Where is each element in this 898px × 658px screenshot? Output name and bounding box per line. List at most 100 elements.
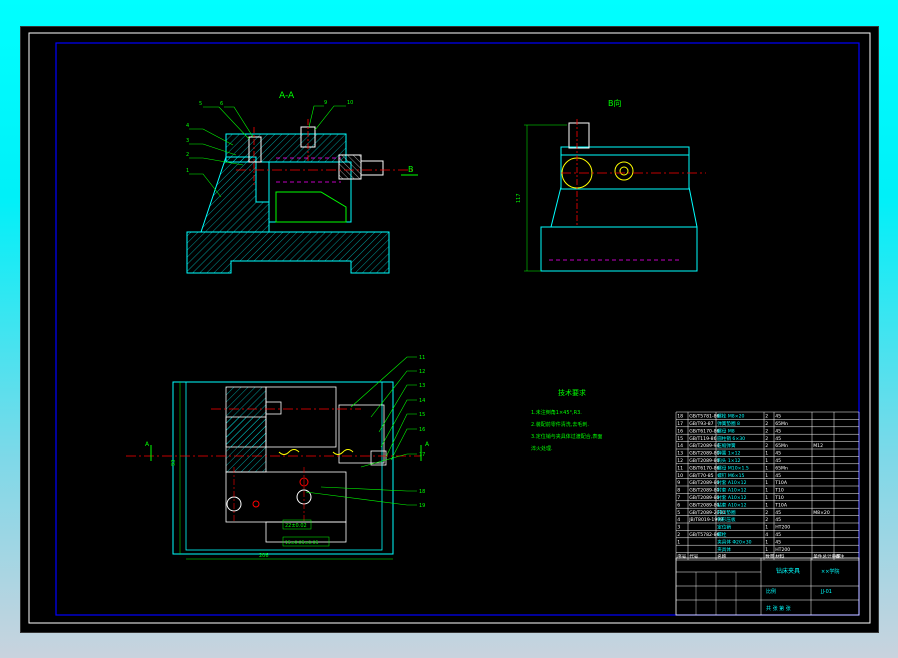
- plan-nut-2: [370, 450, 387, 466]
- bom-cell-code: GB/T2089-94: [689, 443, 719, 449]
- bom-cell-mat: 65Mn: [775, 443, 788, 449]
- bom-cell-qty: 1: [765, 525, 768, 531]
- bom-cell-mat: HT200: [775, 525, 790, 531]
- bom-cell-mat: T10A: [774, 502, 788, 508]
- title-sheet-label: 共 张 第 张: [766, 605, 791, 612]
- bom-cell-code: GB/T2089-80: [689, 488, 719, 494]
- bom-cell-name: 钩形压板: [717, 516, 736, 523]
- title-scale-label: 比例: [766, 588, 776, 595]
- bom-cell-no: 11: [677, 465, 683, 471]
- leader-number-top-2: 6: [220, 101, 223, 107]
- bom-cell-qty: 1: [765, 458, 768, 464]
- dim-tol-2: 15±0.05±0.05: [285, 540, 318, 546]
- bom-cell-code: GB/T2089-80: [689, 451, 719, 457]
- bom-cell-note: M12: [813, 443, 823, 449]
- bom-cell-mat: 45: [775, 517, 781, 523]
- leader-number-top-6: 1: [186, 168, 189, 174]
- bom-cell-mat: HT200: [775, 547, 790, 553]
- bom-cell-code: JB/T8019-1999: [688, 517, 723, 523]
- bom-cell-qty: 2: [765, 428, 768, 434]
- cut-marker-right: A: [425, 441, 430, 448]
- b-top-bushing: [568, 122, 590, 149]
- bom-cell-no: 12: [677, 458, 683, 464]
- view-label-b: B向: [608, 98, 622, 108]
- bom-cell-name: 衬套 A10×12: [717, 487, 746, 494]
- bom-cell-code: GB/T5781-86: [689, 414, 719, 420]
- nut-right: [360, 160, 384, 176]
- bom-cell-qty: 2: [765, 414, 768, 420]
- body-section: [200, 156, 270, 233]
- b-pin-outer: [614, 161, 634, 181]
- bom-cell-qty: 4: [765, 532, 768, 538]
- title-drawing-name: 钻床夹具: [776, 567, 800, 575]
- spring-left: [278, 449, 300, 455]
- title-block: 钻床夹具 ××学院 JJ-01 比例 共 张 第 张: [675, 557, 860, 616]
- leader-number-right-5: 15: [419, 412, 425, 418]
- bom-cell-no: 13: [677, 451, 683, 457]
- plan-outline-inner: [185, 381, 383, 551]
- bom-cell-qty: 2: [765, 436, 768, 442]
- bom-cell-qty: 2: [765, 421, 768, 427]
- bom-cell-mat: 45: [775, 458, 781, 464]
- dim-overall-height: 117: [516, 193, 522, 203]
- title-block-frame: [675, 557, 860, 616]
- bom-header-extra: 备注: [835, 553, 845, 560]
- bom-cell-qty: 1: [765, 488, 768, 494]
- bom-cell-mat: T10: [774, 488, 784, 494]
- bom-cell-qty: 2: [765, 517, 768, 523]
- bom-cell-code: GB/T6170-86: [689, 465, 719, 471]
- bom-cell-name: 开口垫圈: [717, 509, 736, 516]
- bom-cell-no: 7: [677, 495, 680, 501]
- bom-cell-name: 螺钉 M6×15: [717, 472, 744, 479]
- tech-req-title: 技术要求: [558, 388, 586, 397]
- bom-cell-qty: 1: [765, 465, 768, 471]
- bom-cell-no: 15: [677, 436, 683, 442]
- bom-cell-qty: 1: [765, 547, 768, 553]
- bom-cell-name: 衬套 A10×12: [717, 479, 746, 486]
- bom-cell-qty: 1: [765, 495, 768, 501]
- bom-cell-name: 螺栓: [717, 531, 727, 538]
- drawing-frame: A-A B 5 6 4: [20, 26, 879, 633]
- leader-number-right-9: 19: [419, 503, 425, 509]
- spring-right: [332, 449, 354, 455]
- bom-cell-code: GB/T2089-80: [689, 480, 719, 486]
- leader-number-right-6: 16: [419, 427, 425, 433]
- plan-nut-1: [265, 401, 282, 415]
- leader-number-top-8: 10: [347, 100, 353, 106]
- bom-cell-mat: 45: [775, 473, 781, 479]
- bom-cell-qty: 1: [765, 451, 768, 457]
- leader-number-top-4: 3: [186, 138, 189, 144]
- bom-cell-qty: 1: [765, 473, 768, 479]
- bom-cell-qty: 2: [765, 443, 768, 449]
- bom-cell-mat: 45: [775, 539, 781, 545]
- view-label-a-a: A-A: [279, 91, 295, 101]
- v-block: [275, 191, 347, 223]
- bom-cell-code: GB/T70-85: [689, 473, 713, 479]
- bom-header-qty: 数量: [765, 553, 775, 560]
- leader-number-right-3: 13: [419, 383, 425, 389]
- bom-cell-mat: 65Mn: [775, 465, 788, 471]
- bom-header-no: 序号: [677, 553, 687, 560]
- bom-cell-name: 弹簧 1×12: [717, 450, 740, 457]
- bom-cell-no: 18: [677, 414, 683, 420]
- leader-number-right-2: 12: [419, 369, 425, 375]
- bom-cell-mat: 45: [775, 451, 781, 457]
- b-clamp-arm: [560, 154, 690, 190]
- tech-req-line-4: 淬火处理.: [531, 445, 553, 452]
- bom-cell-no: 14: [677, 443, 683, 449]
- section-view-a-a: A-A B 5 6 4: [186, 91, 418, 274]
- bom-cell-code: GB/T2089-80: [689, 458, 719, 464]
- bom-cell-code: GB/T6170-86: [689, 428, 719, 434]
- tech-req-line-1: 1.未注倒角1×45°,R3.: [531, 409, 582, 416]
- plan-slot: [265, 386, 337, 448]
- bom-cell-mat: 45: [775, 414, 781, 420]
- cad-drawing: A-A B 5 6 4: [28, 32, 871, 624]
- bom-cell-qty: 1: [765, 502, 768, 508]
- bom-cell-no: 4: [677, 517, 680, 523]
- bom-cell-no: 16: [677, 428, 683, 434]
- bom-cell-name: 衬套 A10×12: [717, 494, 746, 501]
- bom-cell-mat: 65Mn: [775, 421, 788, 427]
- bom-cell-mat: 45: [775, 428, 781, 434]
- bom-cell-name: 螺栓 M8×20: [717, 413, 744, 420]
